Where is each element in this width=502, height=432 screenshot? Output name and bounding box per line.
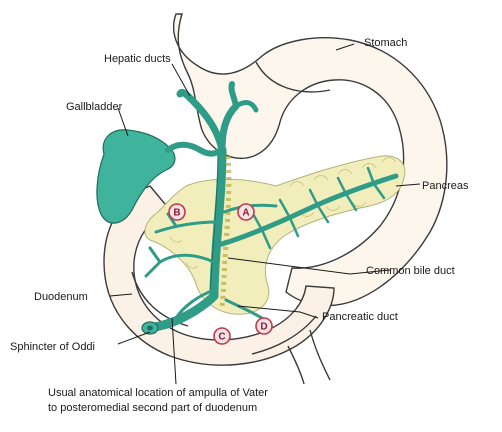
- label-hepatic-ducts: Hepatic ducts: [104, 53, 171, 65]
- label-ampulla-line1: Usual anatomical location of ampulla of …: [48, 387, 268, 399]
- leader-common-bile-duct: [227, 257, 391, 275]
- marker-c-label: C: [218, 332, 225, 343]
- label-common-bile-duct: Common bile duct: [366, 265, 455, 277]
- leader-pancreas: [395, 183, 421, 187]
- leader-pancreatic-duct: [237, 305, 319, 319]
- leader-duodenum: [109, 293, 133, 297]
- leader-hepatic-ducts: [171, 63, 191, 97]
- label-ampulla-line2: to posteromedial second part of duodenum: [48, 402, 257, 414]
- leader-lines: [109, 43, 421, 385]
- label-duodenum: Duodenum: [34, 291, 88, 303]
- label-pancreatic-duct: Pancreatic duct: [322, 311, 398, 323]
- marker-a: A: [237, 203, 255, 221]
- marker-d-label: D: [260, 322, 267, 333]
- marker-a-label: A: [242, 208, 249, 219]
- duodenum-outline: [287, 345, 305, 385]
- marker-c: C: [213, 327, 231, 345]
- marker-b-label: B: [173, 208, 180, 219]
- leader-gallbladder: [117, 107, 129, 137]
- marker-d: D: [255, 317, 273, 335]
- label-gallbladder: Gallbladder: [66, 101, 123, 113]
- label-stomach: Stomach: [364, 37, 407, 49]
- stomach-shape: [173, 13, 448, 307]
- leader-stomach: [335, 43, 355, 51]
- biliary-ducts: [96, 81, 399, 335]
- label-pancreas: Pancreas: [422, 180, 469, 192]
- label-sphincter-of-oddi: Sphincter of Oddi: [10, 341, 95, 353]
- duodenum-outline: [309, 329, 331, 381]
- leader-sphincter: [117, 331, 151, 345]
- gallbladder-shape: [96, 129, 176, 224]
- leader-ampulla: [171, 317, 177, 385]
- marker-b: B: [168, 203, 186, 221]
